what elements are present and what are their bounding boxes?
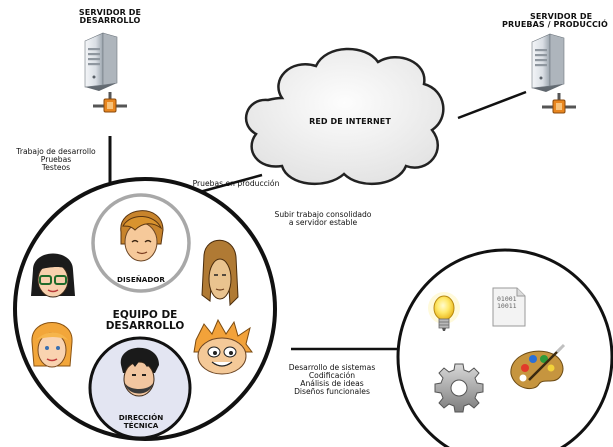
binary-document-text: 01001 10011 (497, 295, 517, 310)
designer-avatar (120, 210, 164, 262)
team-label: EQUIPO DE DESARROLLO (105, 309, 185, 333)
technical-director-avatar (120, 347, 159, 397)
edge-internet-to-prod-server (457, 90, 527, 120)
designer-label: DISEÑADOR (117, 275, 165, 284)
avatar-blonde-woman (31, 322, 73, 368)
internet-label: RED DE INTERNET (309, 117, 391, 126)
prod-server-label: SERVIDOR DE PRUEBAS / PRODUCCIÓ (502, 12, 608, 30)
tasks-circle (396, 248, 613, 447)
dev-work-edge-label: Trabajo de desarrollo Pruebas Testeos (16, 147, 96, 172)
gear-icon (434, 363, 484, 413)
dev-server-connector (91, 90, 129, 114)
avatar-long-hair-man (201, 239, 239, 307)
palette-icon (510, 343, 566, 390)
technical-direction-label: DIRECCIÓN TÉCNICA (118, 413, 164, 430)
binary-document-icon (492, 287, 526, 327)
lightbulb-icon (428, 292, 460, 331)
tasks-edge-label: Desarrollo de sistemas Codificación Anál… (288, 363, 376, 396)
avatar-cartoon-spiky-hair (193, 318, 253, 375)
prod-server-connector (540, 91, 578, 115)
prod-server-icon (531, 33, 565, 93)
dev-server-icon (84, 32, 118, 92)
prod-tests-edge-label: Pruebas en producción (192, 179, 280, 188)
avatar-woman-glasses (31, 253, 75, 298)
upload-stable-edge-label: Subir trabajo consolidado a servidor est… (274, 210, 372, 227)
dev-server-label: SERVIDOR DE DESARROLLO (78, 8, 142, 26)
internet-cloud-icon (244, 47, 445, 186)
